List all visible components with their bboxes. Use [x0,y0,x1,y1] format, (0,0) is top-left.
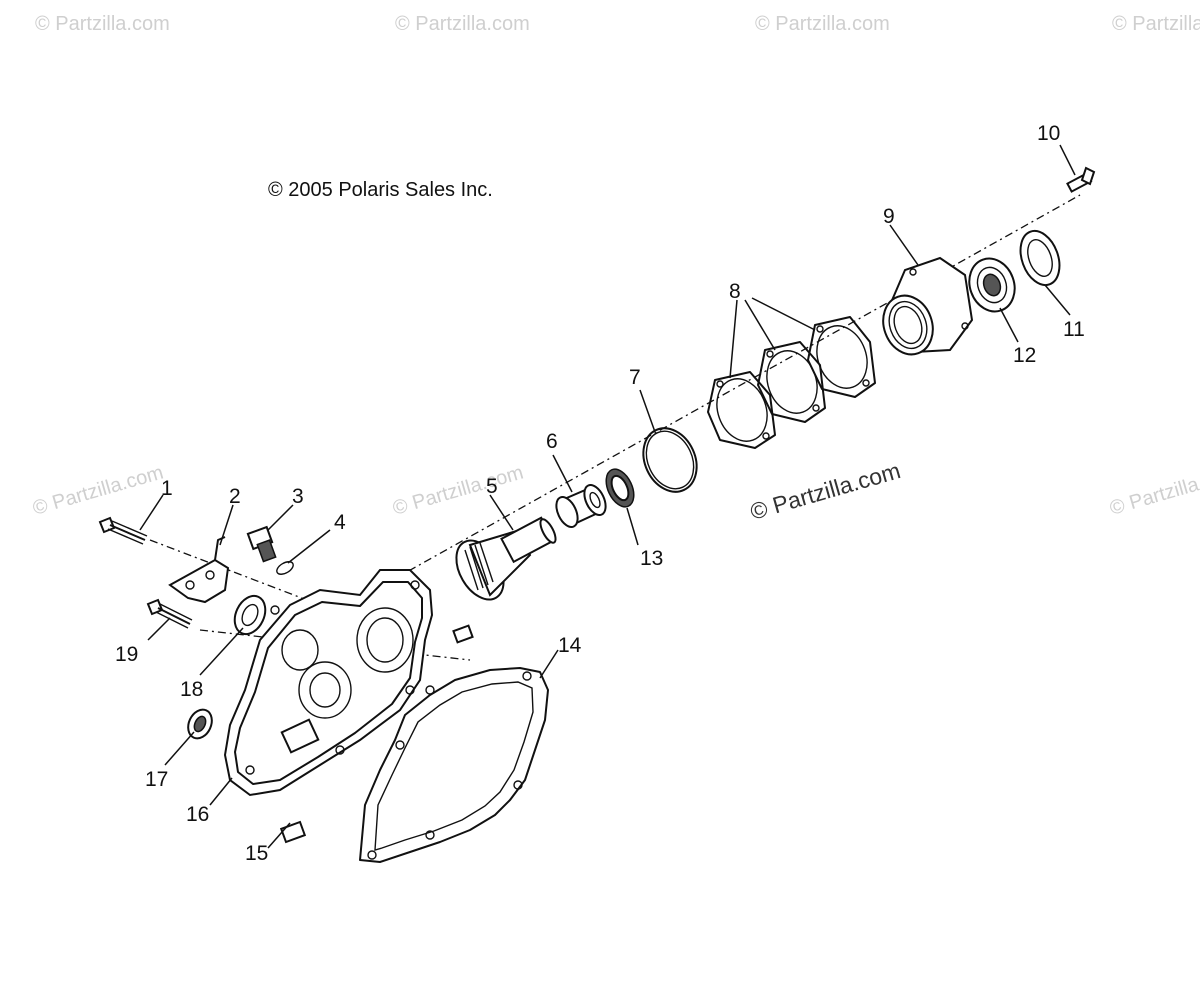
label-part-3: 3 [292,485,304,508]
part-4-washer [276,561,294,575]
watermark-top-4: © Partzilla.com [1112,13,1200,35]
label-part-15: 15 [245,842,268,865]
label-part-12: 12 [1013,344,1036,367]
part-18-seal [233,594,267,636]
part-3-drain-plug [246,525,277,563]
label-part-13: 13 [640,547,663,570]
label-part-5: 5 [486,475,498,498]
label-part-16: 16 [186,803,209,826]
part-13-washer [605,468,635,508]
watermark-top-3: © Partzilla.com [755,13,890,35]
label-part-4: 4 [334,511,346,534]
watermark-top-1: © Partzilla.com [35,13,170,35]
part-11-lock-ring [1019,229,1061,287]
part-6-bearing [555,484,607,528]
watermark-mid-1: © Partzilla.com [30,462,166,520]
part-5-pinion-shaft [455,516,557,601]
label-part-10: 10 [1037,122,1060,145]
label-part-8: 8 [729,280,741,303]
watermark-mid-2: © Partzilla.com [390,462,526,520]
watermark-center: © Partzilla.com [747,457,903,525]
watermark-mid-3: © Partzilla.com [1107,462,1200,520]
shim-1 [707,371,776,449]
label-part-6: 6 [546,430,558,453]
label-part-14: 14 [558,634,582,657]
label-part-9: 9 [883,205,895,228]
part-16-gearcase-housing [223,569,474,797]
label-part-19: 19 [115,643,138,666]
part-9-bearing-housing [882,256,974,356]
label-part-2: 2 [229,485,241,508]
part-2-bracket [168,536,230,604]
leader-lines [139,144,1076,849]
shim-3 [807,316,876,398]
part-10-bolt [1066,166,1096,193]
part-1-bolt [98,516,148,545]
part-15-dowel-pin [279,820,307,844]
label-part-7: 7 [629,366,641,389]
label-part-11: 11 [1063,318,1085,341]
copyright-notice: © 2005 Polaris Sales Inc. [268,179,493,201]
part-7-o-ring [642,427,698,493]
label-part-18: 18 [180,678,203,701]
watermark-top-2: © Partzilla.com [395,13,530,35]
label-part-17: 17 [145,768,168,791]
part-14-gasket [359,667,549,863]
part-19-bolt [146,598,193,629]
assembly-axis-lines [149,194,1081,661]
part-number-labels: 1 2 3 4 5 6 7 8 9 10 11 12 13 14 15 16 1… [115,122,1085,865]
label-part-1: 1 [161,477,173,500]
part-17-seal [187,708,213,740]
shim-2 [757,341,826,423]
part-8-shims [707,316,876,449]
